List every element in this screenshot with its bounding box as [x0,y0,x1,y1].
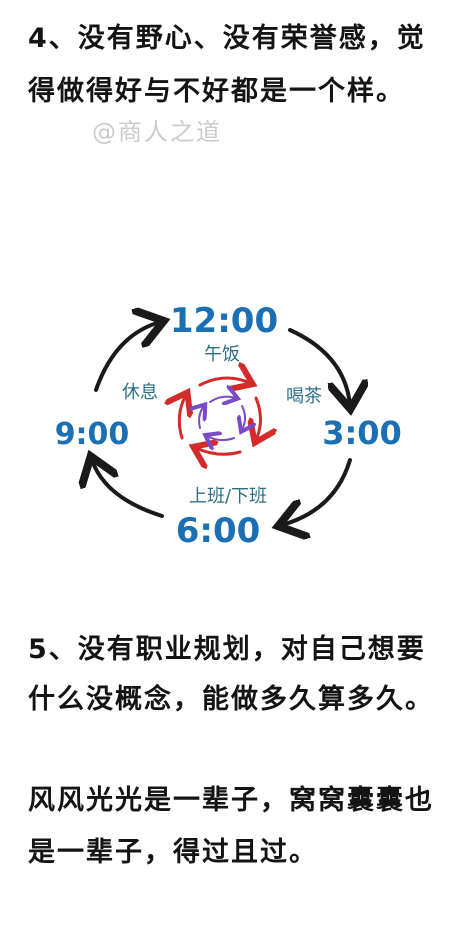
arrow-bottom-right [282,458,352,525]
purple-arrow-3 [207,436,235,440]
red-arrow-2 [256,396,261,440]
paragraph-5: 5、没有职业规划，对自己想要什么没概念，能做多久算多久。 [28,634,434,715]
cycle-diagram: 12:00 3:00 6:00 9:00 午饭 喝茶 上班/下班 休息 [55,301,402,551]
time-bottom: 6:00 [176,511,261,551]
label-right: 喝茶 [286,386,322,407]
arrow-bottom-left [92,460,164,518]
time-left: 9:00 [55,417,130,452]
arrow-top-left [94,322,160,392]
label-top: 午饭 [204,344,240,365]
label-bottom: 上班/下班 [189,486,267,507]
paragraph-4: 4、没有野心、没有荣誉感，觉得做得好与不好都是一个样。 [28,23,426,107]
red-arrow-4 [179,395,186,440]
label-left: 休息 [122,382,158,403]
time-right: 3:00 [322,414,402,452]
watermark: @商人之道 [92,118,222,146]
purple-arrow-2 [242,405,245,430]
time-top: 12:00 [170,301,278,341]
arrow-top-right [288,328,350,405]
paragraph-6: 风风光光是一辈子，窝窝囊囊也是一辈子，得过且过。 [28,785,434,868]
red-arrow-3 [196,448,242,454]
red-arrow-1 [198,378,250,385]
purple-arrow-1 [209,397,236,402]
purple-arrow-4 [199,406,204,429]
